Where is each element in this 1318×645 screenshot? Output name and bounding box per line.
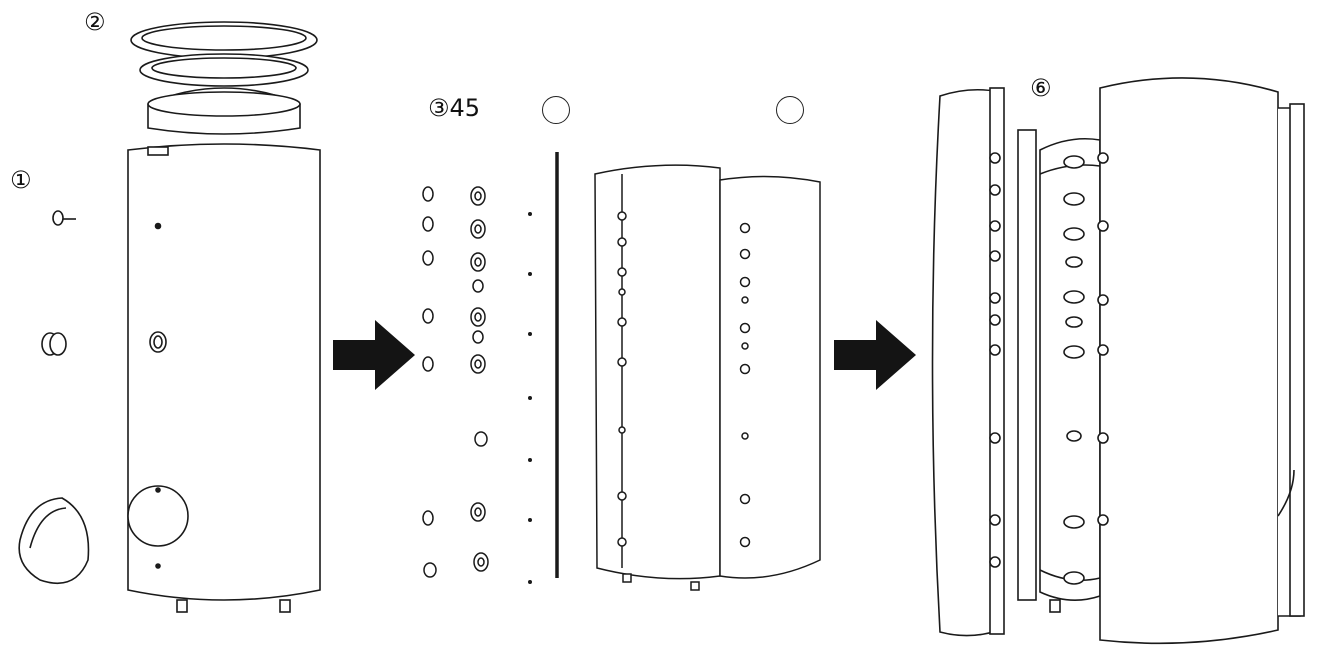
- plug-column: [422, 186, 437, 578]
- step-label-6: ⑥: [1030, 74, 1052, 102]
- step-label-1: ①: [10, 166, 32, 194]
- right-arrow-icon: [834, 320, 916, 390]
- right-arrow-icon: [333, 320, 415, 390]
- stage-1-bare-tank: [18, 21, 321, 613]
- screw-column: [528, 212, 532, 584]
- stage-2-insulation: [422, 152, 821, 591]
- stage-3-jacket: [931, 77, 1305, 645]
- loose-fittings: [18, 210, 90, 584]
- center-tank: [1017, 129, 1101, 613]
- empty-circle-marker: [776, 96, 804, 124]
- rosette-column: [470, 186, 489, 572]
- step-label-2: ②: [84, 8, 106, 36]
- insulated-tank: [594, 164, 821, 591]
- right-jacket-half: [1097, 77, 1305, 645]
- left-jacket-half: [931, 87, 1005, 637]
- step-label-345: ③45: [428, 94, 481, 122]
- top-cover-parts: [130, 21, 318, 135]
- empty-circle-marker: [542, 96, 570, 124]
- bare-tank-body: [127, 143, 321, 613]
